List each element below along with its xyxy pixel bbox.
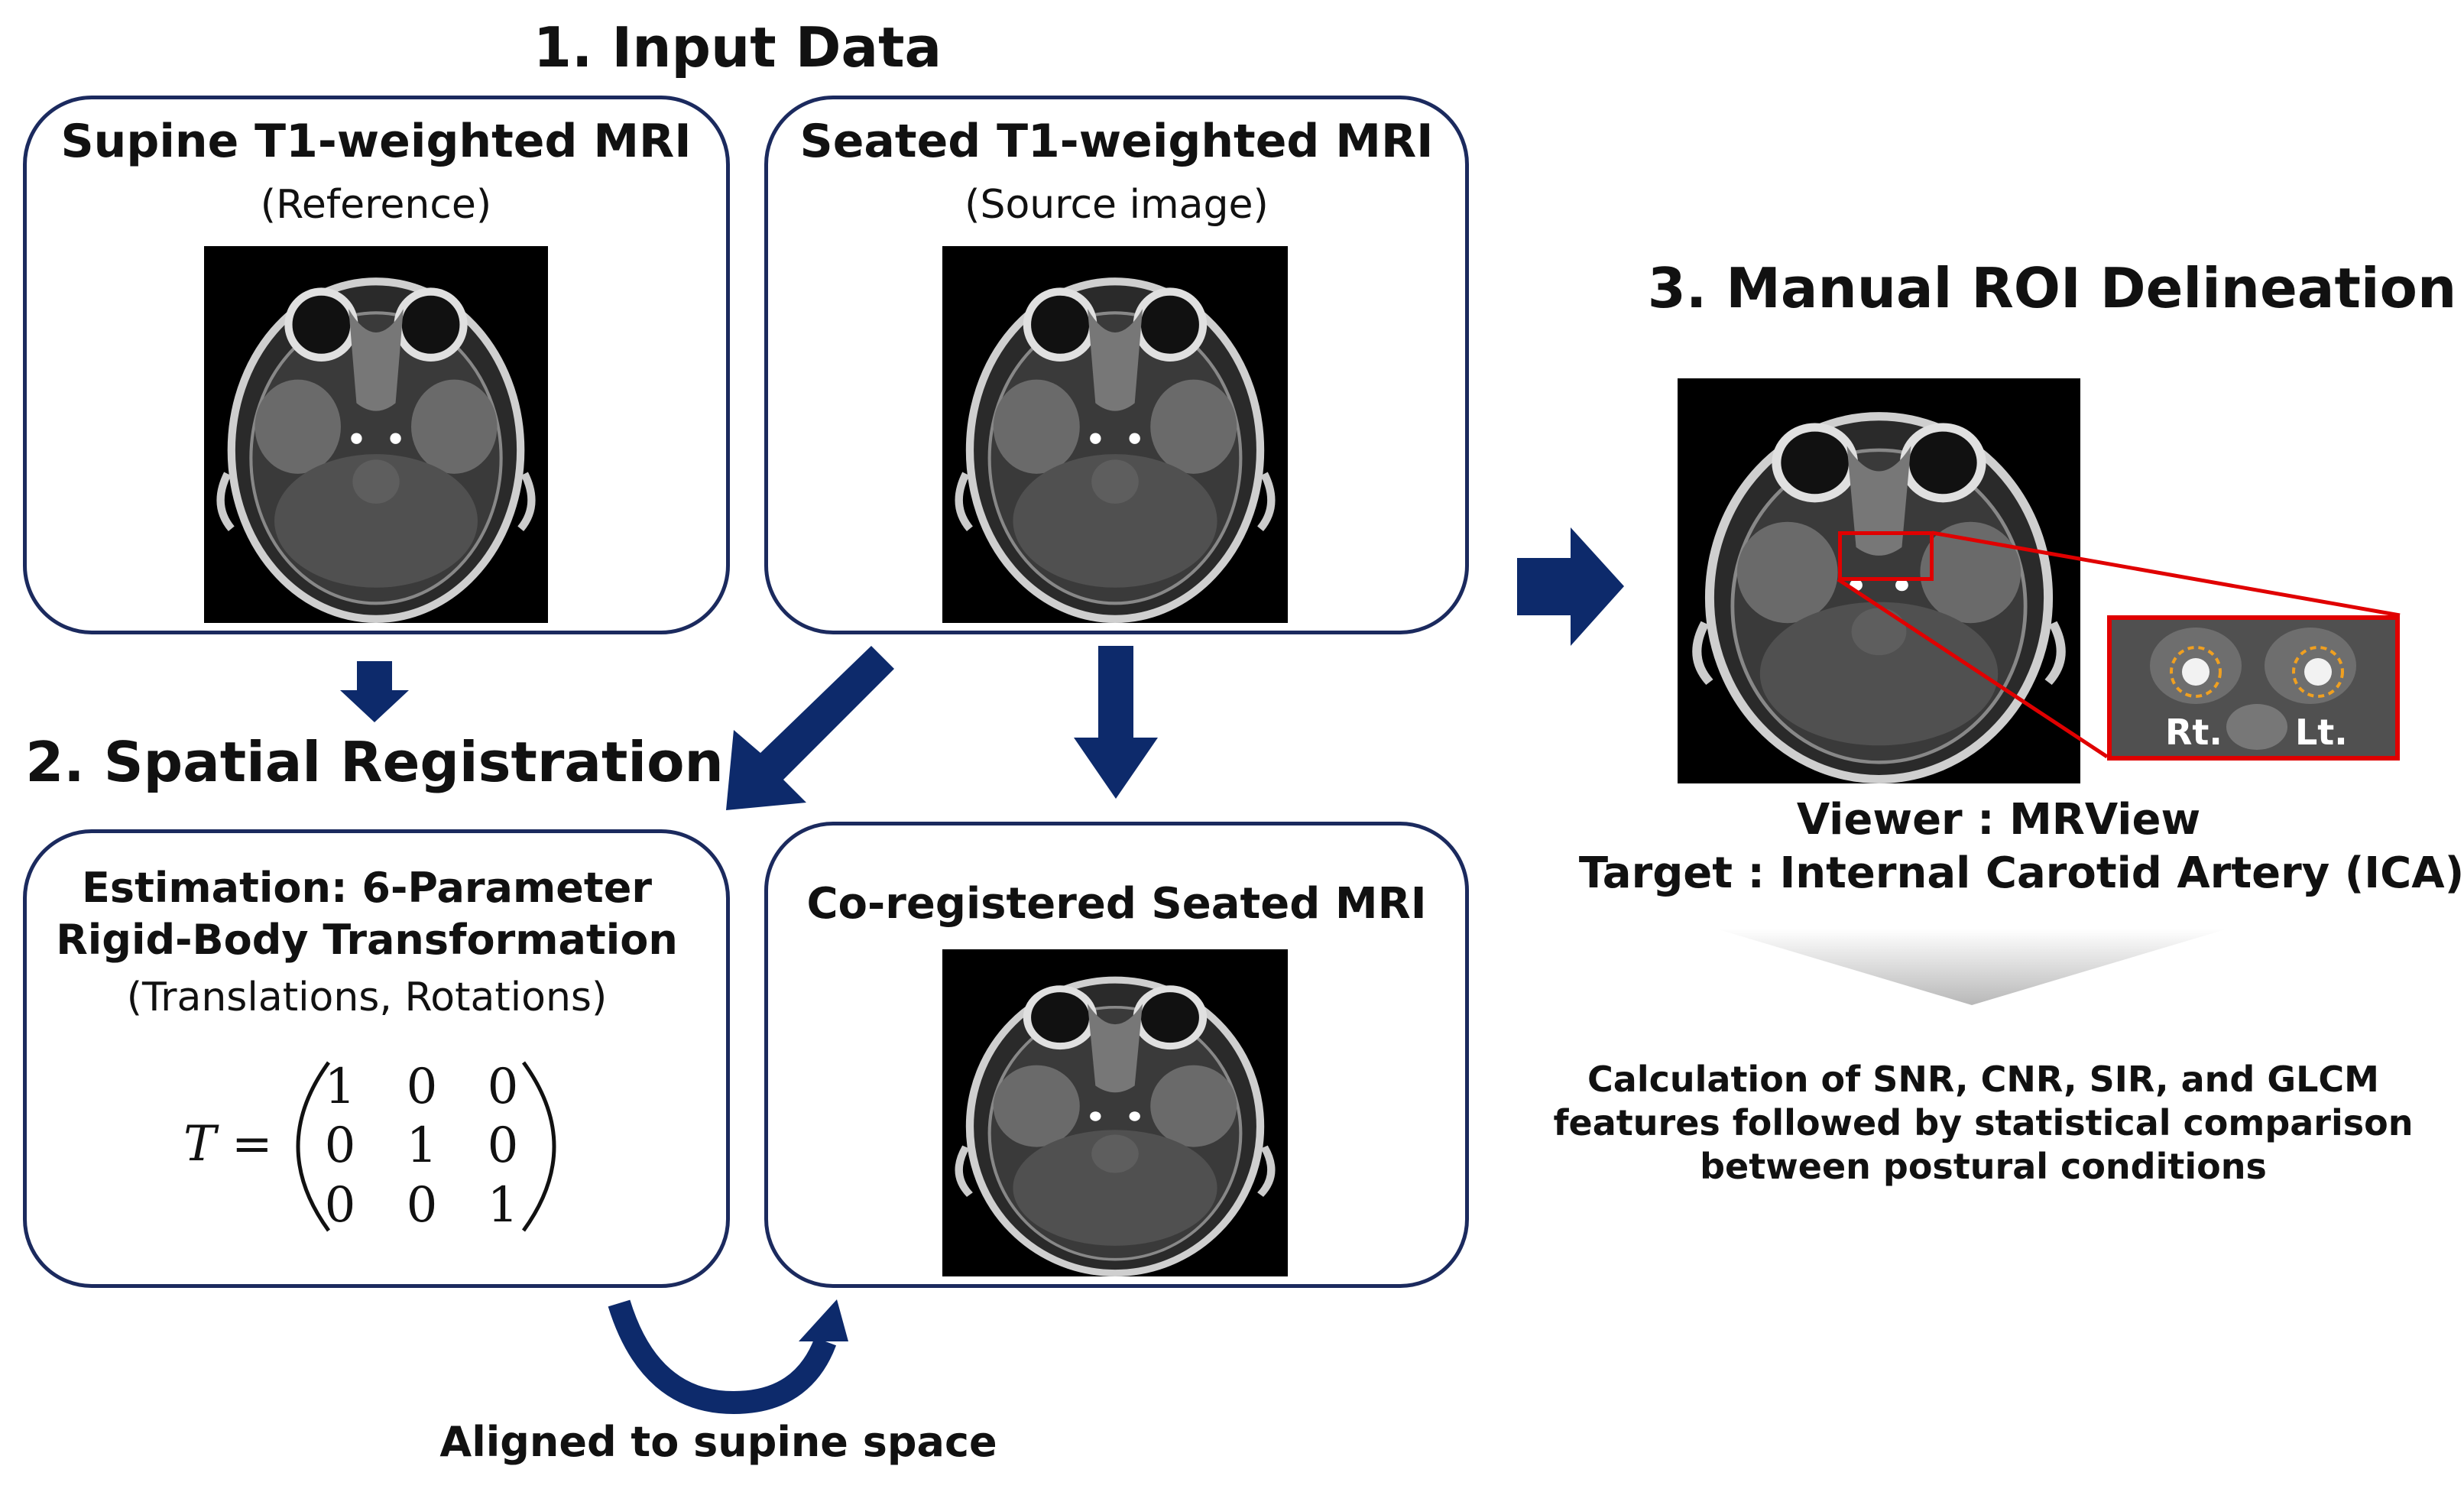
roi-mri-image: [1678, 378, 2080, 783]
down-arrow-seated-icon: [1074, 646, 1158, 799]
matrix-cell-1-2: 0: [487, 1117, 519, 1174]
input-data-heading: 1. Input Data: [533, 15, 942, 79]
matrix-cell-2-0: 0: [324, 1177, 356, 1234]
matrix-symbol: T =: [183, 1116, 273, 1173]
matrix-cell-0-1: 0: [406, 1059, 438, 1115]
matrix-cell-2-1: 0: [406, 1177, 438, 1234]
calculation-line3: between postural conditions: [1700, 1146, 2267, 1187]
matrix-cell-1-0: 0: [324, 1117, 356, 1174]
seated-title: Seated T1-weighted MRI: [799, 115, 1434, 168]
coregistered-mri-image: [942, 949, 1288, 1276]
seated-subtitle: (Source image): [965, 182, 1269, 228]
curved-arrow-icon: [604, 1296, 864, 1415]
matrix-cell-0-0: 1: [324, 1059, 356, 1115]
coregistered-title: Co-registered Seated MRI: [806, 879, 1427, 929]
right-arrow-icon: [1517, 527, 1624, 646]
down-arrow-supine-icon: [340, 661, 409, 722]
supine-title: Supine T1-weighted MRI: [60, 115, 692, 168]
estimation-box: [23, 829, 730, 1288]
matrix-cell-1-1: 1: [406, 1117, 438, 1174]
spatial-registration-heading: 2. Spatial Registration: [25, 730, 724, 794]
calculation-line1: Calculation of SNR, CNR, SIR, and GLCM: [1587, 1059, 2379, 1100]
estimation-line1: Estimation: 6-Parameter: [82, 864, 652, 912]
estimation-line3: (Translations, Rotations): [126, 975, 608, 1020]
roi-selection-box: [1838, 531, 1934, 581]
matrix-cell-0-2: 0: [487, 1059, 519, 1115]
gradient-down-arrow-icon: [1716, 929, 2228, 1005]
supine-subtitle: (Reference): [260, 182, 492, 228]
target-label: Target : Internal Carotid Artery (ICA): [1578, 848, 2464, 898]
zoom-inset: Rt. Lt.: [2107, 615, 2400, 761]
calculation-line2: features followed by statistical compari…: [1553, 1102, 2414, 1143]
estimation-line2: Rigid-Body Transformation: [56, 916, 678, 964]
zoom-label-left: Lt.: [2295, 712, 2348, 753]
matrix-right-bracket: [521, 1061, 556, 1232]
supine-mri-image: [204, 246, 548, 623]
viewer-label: Viewer : MRView: [1796, 795, 2201, 845]
seated-mri-image: [942, 246, 1288, 623]
diagonal-arrow-icon: [718, 646, 894, 810]
zoom-label-right: Rt.: [2165, 712, 2222, 753]
roi-heading: 3. Manual ROI Delineation: [1647, 256, 2457, 320]
aligned-label: Aligned to supine space: [439, 1418, 997, 1466]
matrix-left-bracket: [296, 1061, 331, 1232]
matrix-cell-2-2: 1: [487, 1177, 519, 1234]
